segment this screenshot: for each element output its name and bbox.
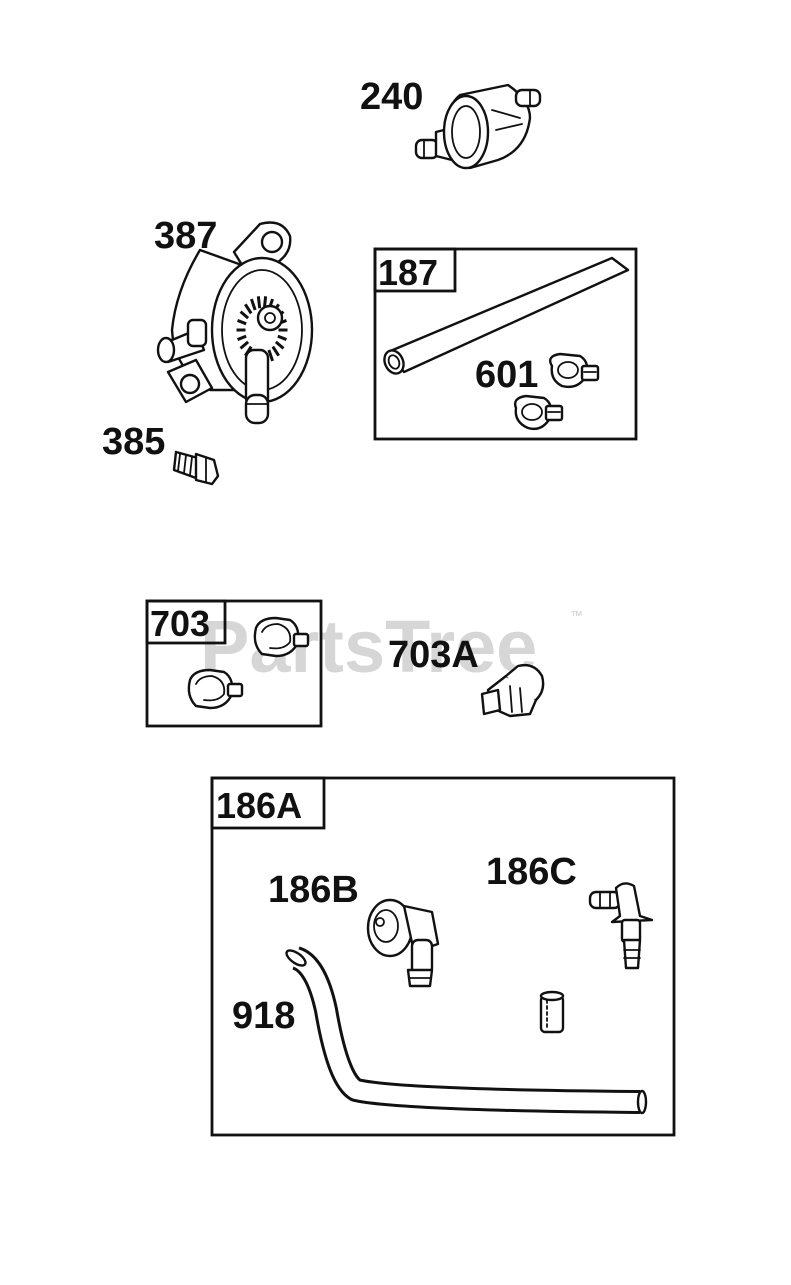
- kit-box-703: 703: [145, 599, 323, 728]
- fuel-filter-drawing: [414, 83, 542, 170]
- kit-label-186a: 186A: [216, 785, 302, 826]
- kit-label-187: 187: [378, 252, 438, 293]
- pump-spoke: [239, 310, 250, 320]
- label-703a: 703A: [388, 634, 479, 676]
- label-186c: 186C: [486, 851, 577, 893]
- label-385: 385: [102, 421, 165, 463]
- label-186b: 186B: [268, 869, 359, 911]
- label-240: 240: [360, 76, 423, 118]
- label-601: 601: [475, 354, 538, 396]
- pump-spoke: [236, 319, 247, 326]
- watermark-trademark: ™: [570, 608, 583, 623]
- label-918: 918: [232, 995, 295, 1037]
- pump-spoke: [244, 303, 253, 315]
- kit-box-187: 187: [373, 247, 638, 441]
- filter-screen-drawing: [539, 990, 565, 1034]
- clamp-703a-drawing: [480, 663, 545, 718]
- fuel-pump-drawing: [156, 221, 314, 425]
- pump-spoke: [249, 298, 257, 311]
- valve-186c-drawing: [588, 882, 654, 970]
- kit-box-186a: 186A: [210, 776, 676, 1137]
- pump-spoke: [267, 349, 275, 362]
- valve-186b-drawing: [366, 898, 440, 988]
- screw-drawing: [172, 450, 220, 486]
- pump-spoke: [271, 345, 280, 357]
- pump-spoke: [236, 334, 247, 341]
- pump-spoke: [256, 296, 262, 309]
- hose-918-drawing: [285, 946, 648, 1115]
- pump-spoke: [274, 340, 285, 350]
- label-387: 387: [154, 215, 217, 257]
- kit-label-703: 703: [150, 603, 210, 644]
- watermark-text: PartsTree: [200, 605, 537, 688]
- pump-spoke: [277, 334, 288, 341]
- pump-spoke: [239, 340, 250, 350]
